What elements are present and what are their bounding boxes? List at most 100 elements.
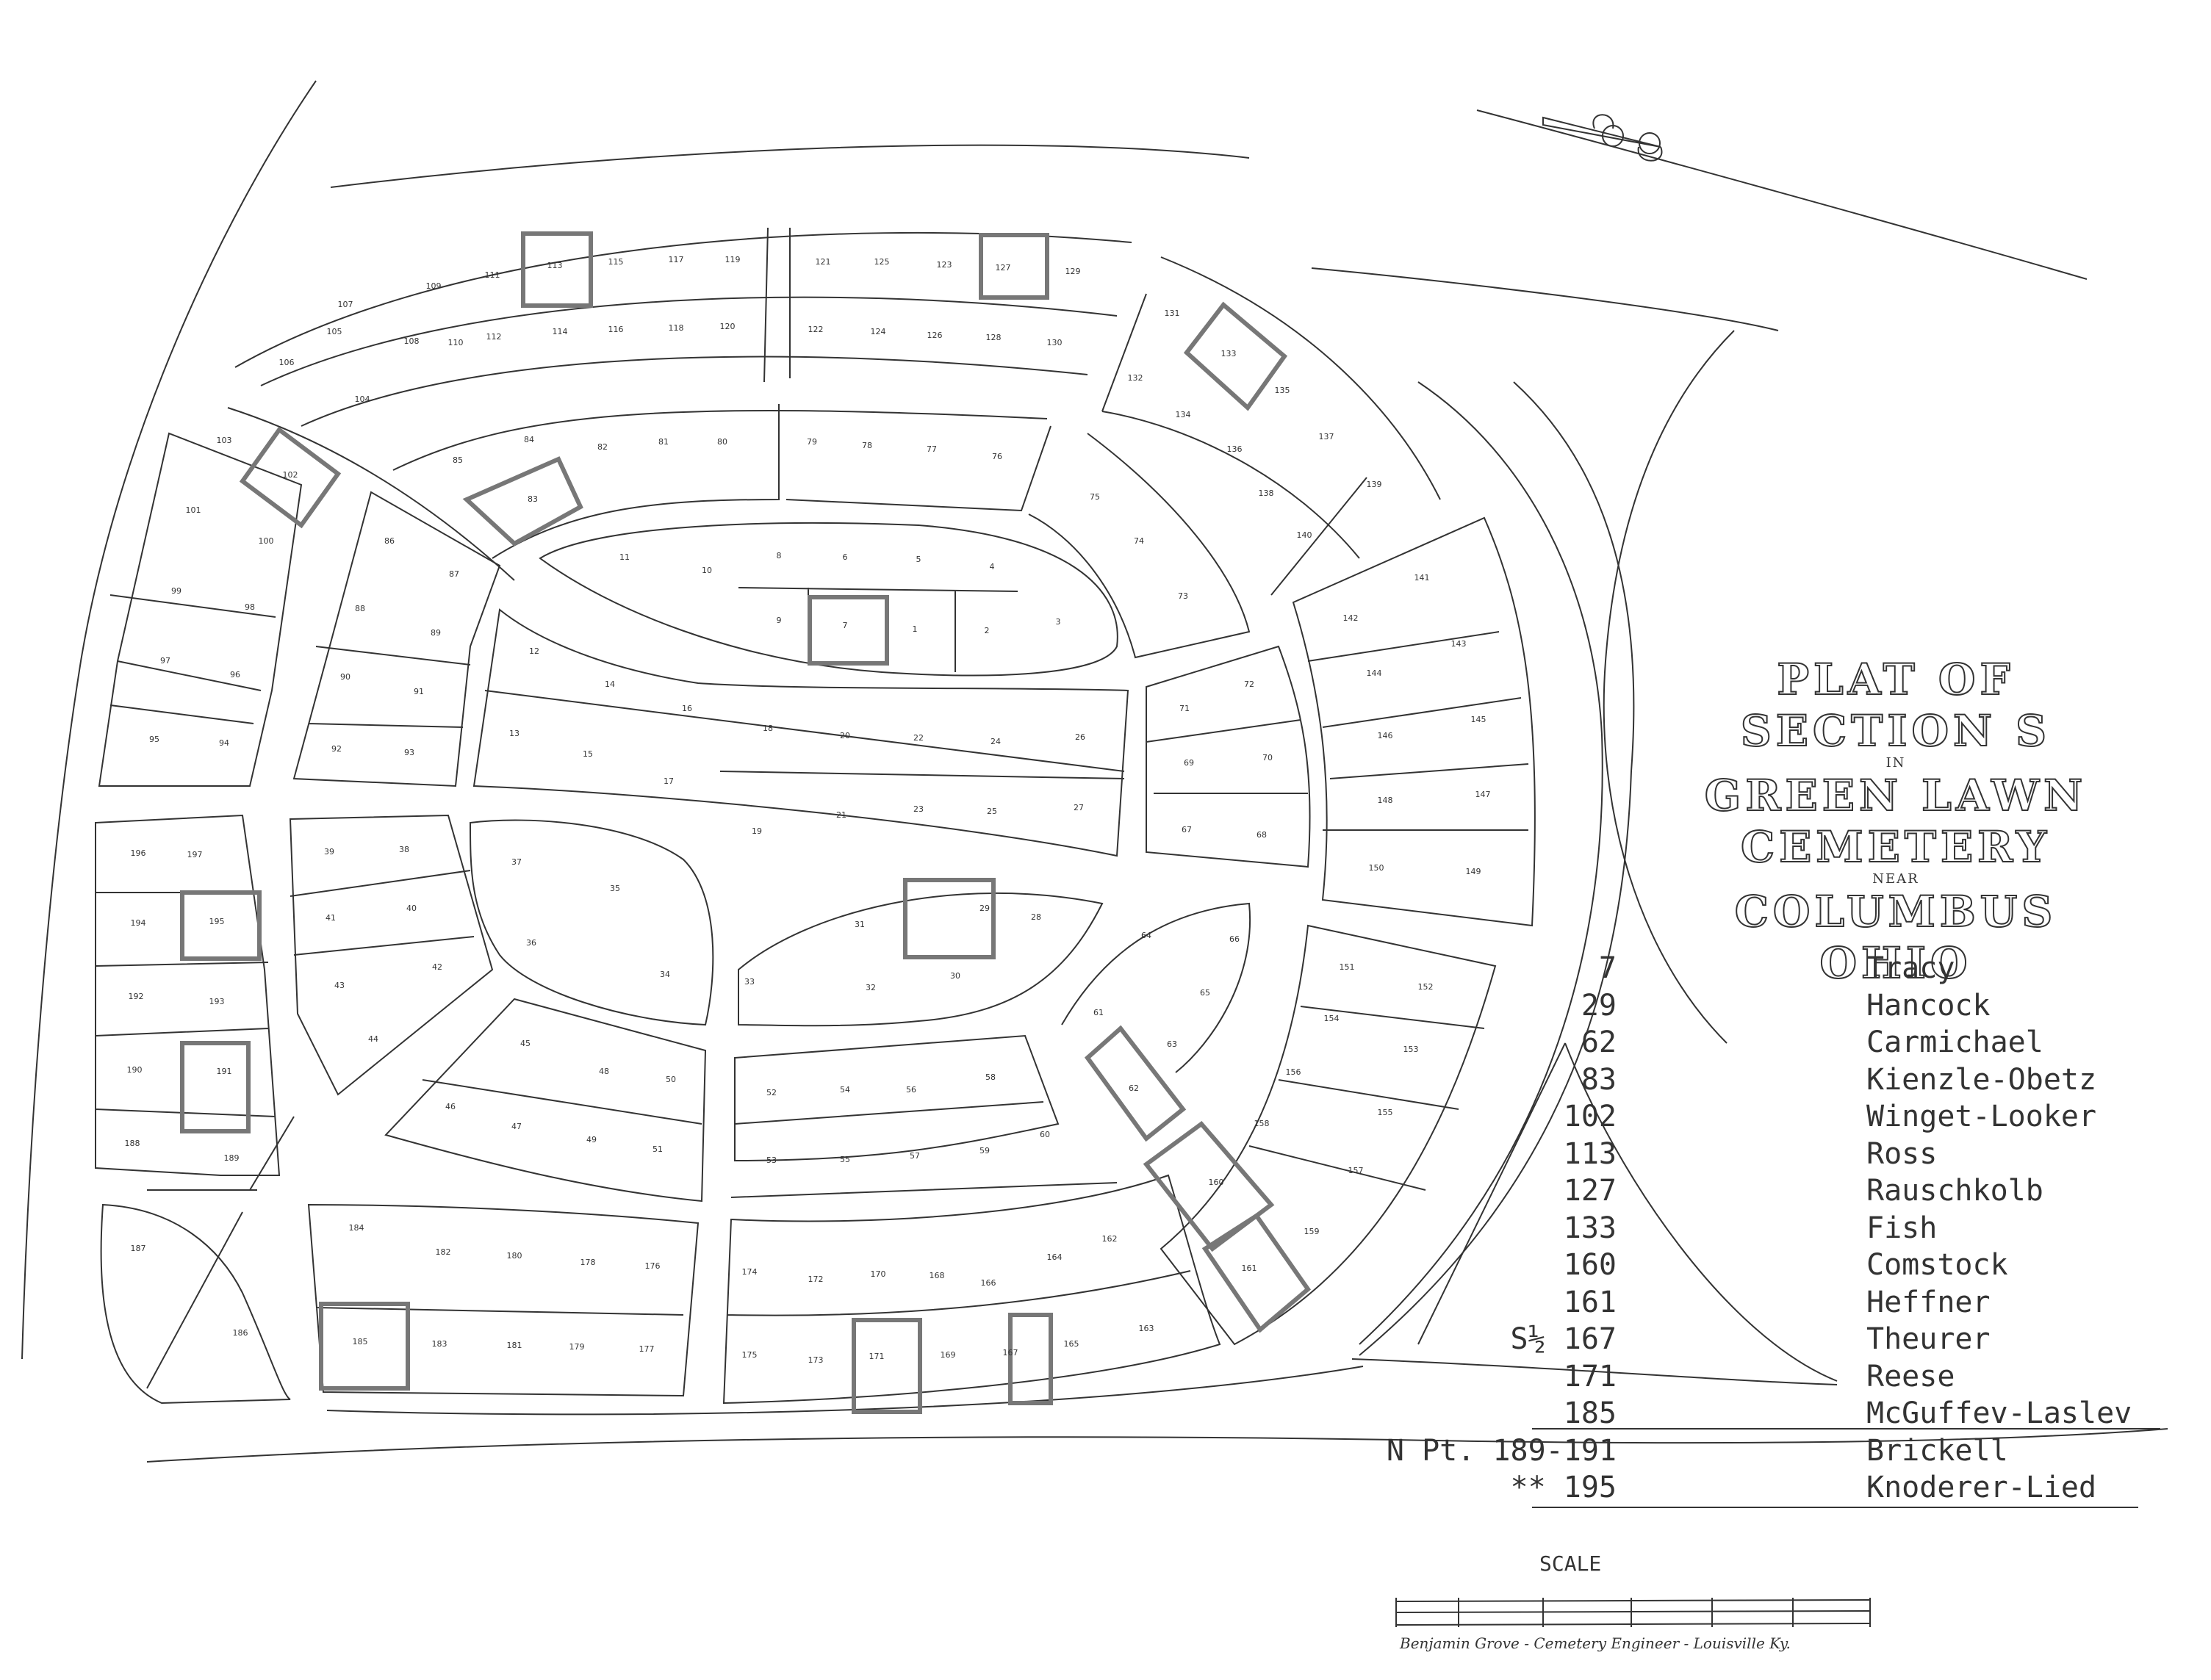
lot-number-label: 116 — [608, 325, 624, 334]
lot-number-label: 27 — [1074, 803, 1084, 812]
lot-number-label: 176 — [645, 1261, 661, 1271]
lower-west-column — [95, 814, 281, 1176]
lot-number-label: 28 — [1031, 912, 1041, 922]
scale-label: SCALE — [1539, 1551, 1602, 1576]
lot-number-label: 78 — [862, 441, 872, 450]
south-center-ring — [1061, 902, 1251, 1073]
lot-number-label: 142 — [1343, 613, 1359, 623]
engineer-credit: Benjamin Grove - Cemetery Engineer - Lou… — [1400, 1634, 1791, 1652]
lot-number-label: 122 — [808, 325, 824, 334]
highlighted-lot-161 — [1201, 1212, 1312, 1333]
lot-number-label: 56 — [906, 1085, 916, 1095]
block-northeast — [1101, 256, 1441, 596]
lot-number-label: 138 — [1259, 489, 1274, 498]
lot-number-label: 128 — [986, 333, 1002, 342]
lot-number-label: 79 — [807, 437, 817, 447]
lot-number-label: 94 — [219, 738, 229, 748]
highlighted-lot-171 — [852, 1318, 922, 1414]
legend-lot-number: 133 — [1563, 1211, 1617, 1245]
highlighted-lot-29 — [903, 878, 996, 959]
lot-number-label: 149 — [1466, 867, 1481, 876]
legend-owner-name: Fish — [1866, 1211, 1938, 1245]
southwest-corner — [100, 1203, 291, 1405]
lot-number-label: 141 — [1414, 573, 1430, 583]
legend-owner-name: Rauschkolb — [1866, 1174, 2043, 1208]
highlighted-lot-62 — [1084, 1025, 1187, 1142]
lot-number-label: 121 — [816, 257, 831, 267]
legend-owner-name: Tracy — [1866, 951, 1955, 985]
legend-owner-name: Brickell — [1866, 1433, 2008, 1468]
lot-number-label: 163 — [1139, 1324, 1154, 1333]
lot-number-label: 172 — [808, 1275, 824, 1284]
lot-number-label: 180 — [507, 1251, 522, 1261]
south-mid-block-right — [730, 1034, 1118, 1198]
south-west-block — [307, 1203, 700, 1397]
south-center-upper — [738, 892, 1104, 1027]
lot-number-label: 182 — [436, 1247, 451, 1257]
middle-left-block — [292, 491, 501, 787]
legend-lot-number: N Pt. 189-191 — [1386, 1433, 1617, 1468]
lot-number-label: 70 — [1262, 753, 1273, 763]
legend-lot-number: 62 — [1581, 1025, 1617, 1059]
lot-number-label: 40 — [406, 904, 417, 913]
outer-road-west — [21, 80, 317, 1360]
legend-lot-number: 161 — [1563, 1285, 1617, 1319]
lot-number-label: 2 — [985, 626, 990, 635]
east-block-a — [1146, 645, 1311, 868]
lot-number-label: 187 — [131, 1244, 146, 1253]
lot-number-label: 170 — [871, 1269, 886, 1279]
title-line-3: GREEN LAWN CEMETERY — [1704, 770, 2088, 873]
lot-number-label: 66 — [1229, 934, 1240, 944]
lot-number-label: 44 — [368, 1034, 378, 1044]
highlighted-lot-83 — [462, 456, 583, 547]
lot-number-label: 68 — [1257, 830, 1267, 840]
lot-number-label: 32 — [866, 983, 876, 992]
lot-number-label: 164 — [1047, 1252, 1063, 1262]
ring-two-inner — [492, 404, 1051, 559]
lot-number-label: 146 — [1378, 731, 1393, 740]
lot-number-label: 102 — [283, 470, 298, 480]
lot-number-label: 10 — [702, 566, 712, 575]
lot-number-label: 30 — [950, 971, 960, 981]
lot-number-label: 7 — [843, 621, 848, 630]
lot-number-label: 152 — [1418, 982, 1434, 992]
lot-number-label: 189 — [224, 1153, 240, 1163]
lot-number-label: 63 — [1167, 1039, 1177, 1049]
lot-number-label: 153 — [1403, 1045, 1419, 1054]
title-line-4: COLUMBUS — [1734, 886, 2057, 937]
lot-number-label: 65 — [1200, 988, 1210, 998]
highlighted-lot-185 — [319, 1302, 410, 1391]
lot-number-label: 144 — [1367, 668, 1382, 678]
lot-number-label: 145 — [1471, 715, 1486, 724]
lot-number-label: 130 — [1047, 338, 1063, 347]
lot-number-label: 188 — [125, 1139, 140, 1148]
lot-number-label: 166 — [981, 1278, 996, 1288]
lot-number-label: 86 — [384, 536, 395, 546]
lot-number-label: 15 — [583, 749, 593, 759]
lot-number-label: 147 — [1475, 790, 1491, 799]
north-road-east — [1311, 267, 1779, 331]
lot-number-label: 35 — [610, 884, 620, 893]
lot-number-label: 117 — [669, 255, 684, 264]
lot-number-label: 103 — [217, 436, 232, 445]
road-diagonal-sw — [146, 1116, 295, 1389]
lot-number-label: 126 — [927, 331, 943, 340]
middle-block — [472, 608, 1129, 857]
lot-number-label: 165 — [1064, 1339, 1079, 1349]
lot-number-label: 177 — [639, 1344, 655, 1354]
lot-number-label: 139 — [1367, 480, 1382, 489]
highlighted-lot-160 — [1143, 1120, 1275, 1252]
lot-number-label: 195 — [209, 917, 225, 926]
lot-number-label: 162 — [1102, 1234, 1118, 1244]
lot-number-label: 155 — [1378, 1108, 1393, 1117]
legend-owner-name: Kienzle-Obetz — [1866, 1062, 2097, 1097]
lot-number-label: 156 — [1286, 1067, 1301, 1077]
lot-number-label: 109 — [426, 281, 442, 291]
legend-lot-number: 7 — [1598, 951, 1617, 985]
lot-number-label: 1 — [913, 624, 918, 634]
